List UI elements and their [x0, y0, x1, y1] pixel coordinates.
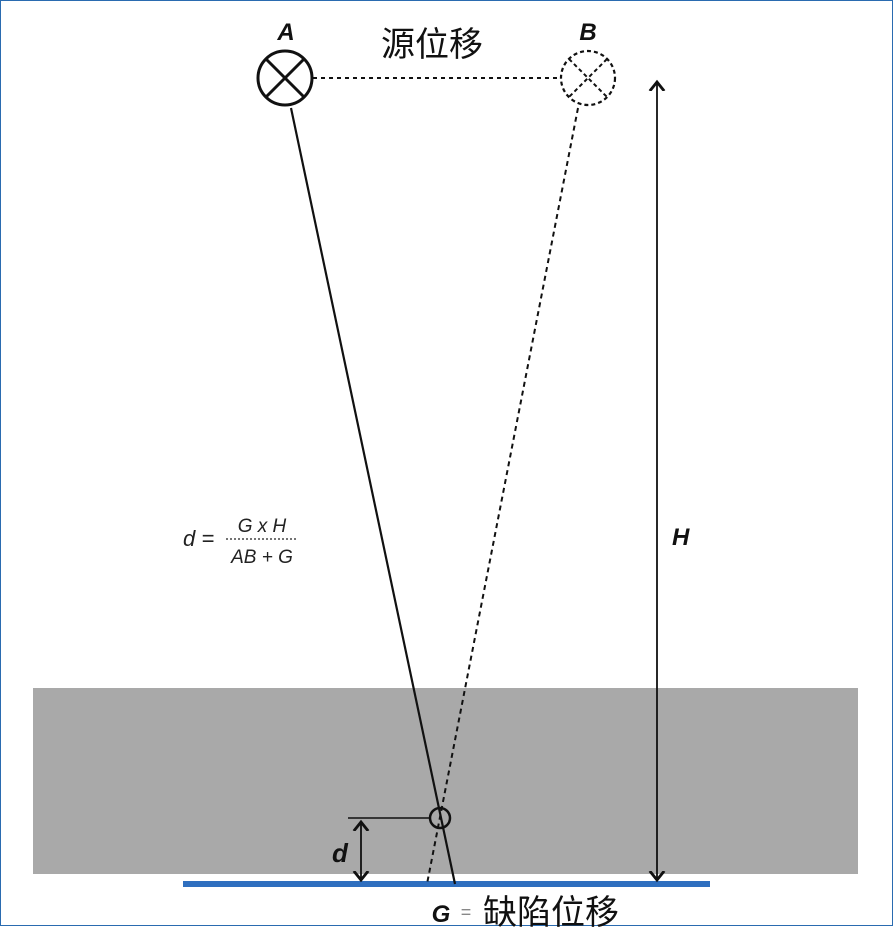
film-line	[183, 881, 710, 887]
specimen-block	[33, 688, 858, 874]
source-b-icon	[559, 49, 617, 107]
ray-from-source-b	[426, 107, 579, 885]
equals-sign: =	[461, 902, 472, 922]
depth-formula: d = G x H AB + G	[183, 516, 298, 568]
formula-lhs: d =	[183, 526, 214, 551]
ray-from-source-a	[289, 107, 457, 885]
height-label: H	[672, 524, 690, 551]
source-a-icon	[256, 49, 314, 107]
defect-displacement-symbol: G	[432, 901, 451, 928]
formula-denominator: AB + G	[230, 547, 293, 568]
source-displacement-label: 源位移	[381, 25, 483, 65]
defect-displacement-label: 缺陷位移	[483, 893, 619, 928]
depth-label: d	[332, 838, 349, 868]
source-b-label: B	[579, 19, 596, 46]
formula-numerator: G x H	[238, 516, 287, 537]
source-a-label: A	[276, 19, 294, 46]
